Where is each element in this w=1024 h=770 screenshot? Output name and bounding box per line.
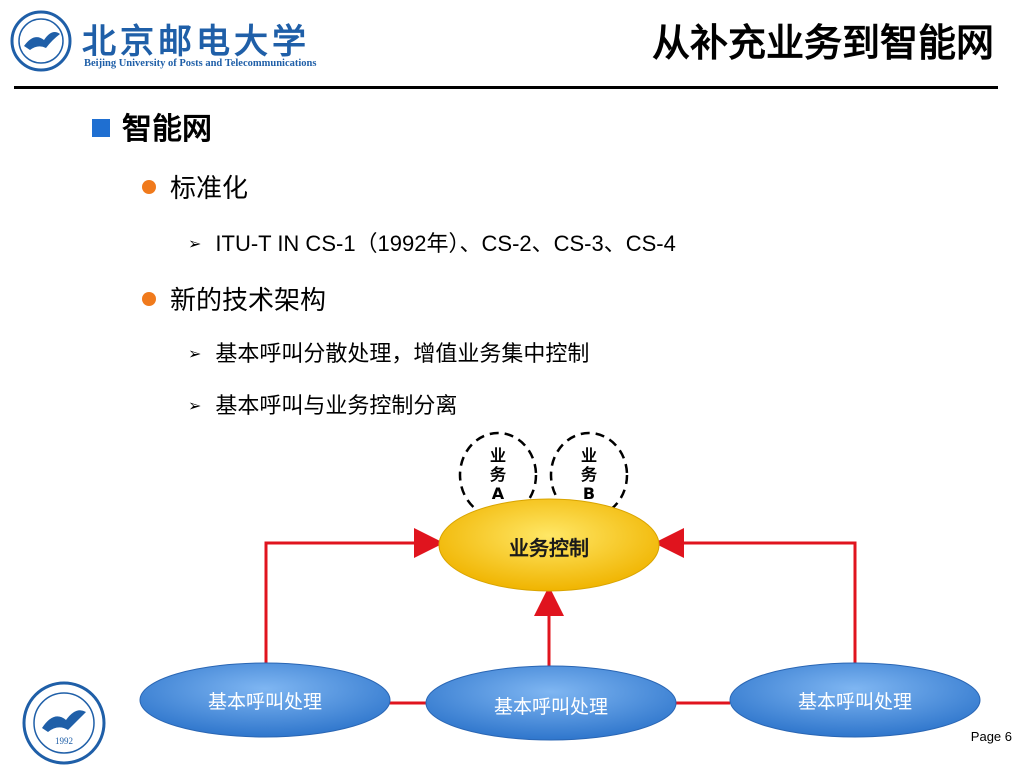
service-control-label: 业务控制 — [509, 536, 589, 560]
call-left-label: 基本呼叫处理 — [207, 691, 322, 713]
university-seal: 1992 — [18, 680, 110, 766]
bullet-new-architecture: 新的技术架构 — [142, 280, 326, 317]
logo-english-name: Beijing University of Posts and Telecomm… — [84, 58, 317, 69]
arrow-bullet-icon: ➢ — [188, 396, 202, 415]
bullet-separation: ➢基本呼叫与业务控制分离 — [188, 394, 458, 419]
title-divider — [14, 86, 998, 89]
university-emblem-icon — [10, 10, 72, 72]
seal-year: 1992 — [55, 736, 73, 746]
arrow-right-to-control — [654, 528, 857, 672]
round-bullet-icon — [142, 292, 156, 306]
university-seal-icon: 1992 — [22, 681, 106, 765]
service-b-label: 业 务 B — [580, 446, 597, 503]
bullet-itu-standards: ➢ITU-T IN CS-1（1992年）、CS-2、CS-3、CS-4 — [188, 231, 676, 256]
slide-title: 从补充业务到智能网 — [651, 21, 994, 65]
bullet-standardization: 标准化 — [142, 168, 248, 205]
service-a-label: 业 务 A — [489, 446, 506, 503]
call-right-label: 基本呼叫处理 — [797, 691, 912, 713]
page-number: Page 6 — [970, 729, 1012, 744]
university-logo: 北京邮电大学 Beijing University of Posts and T… — [10, 10, 330, 72]
arrow-bullet-icon: ➢ — [188, 344, 202, 363]
arrow-bullet-icon: ➢ — [188, 236, 202, 253]
bullet-distributed-call: ➢基本呼叫分散处理，增值业务集中控制 — [188, 342, 590, 367]
arrow-left-to-control — [264, 528, 444, 672]
call-mid-label: 基本呼叫处理 — [493, 696, 608, 718]
round-bullet-icon — [142, 180, 156, 194]
square-bullet-icon — [92, 119, 110, 137]
heading-intelligent-network: 智能网 — [92, 104, 212, 148]
logo-chinese-name: 北京邮电大学 — [82, 22, 310, 62]
